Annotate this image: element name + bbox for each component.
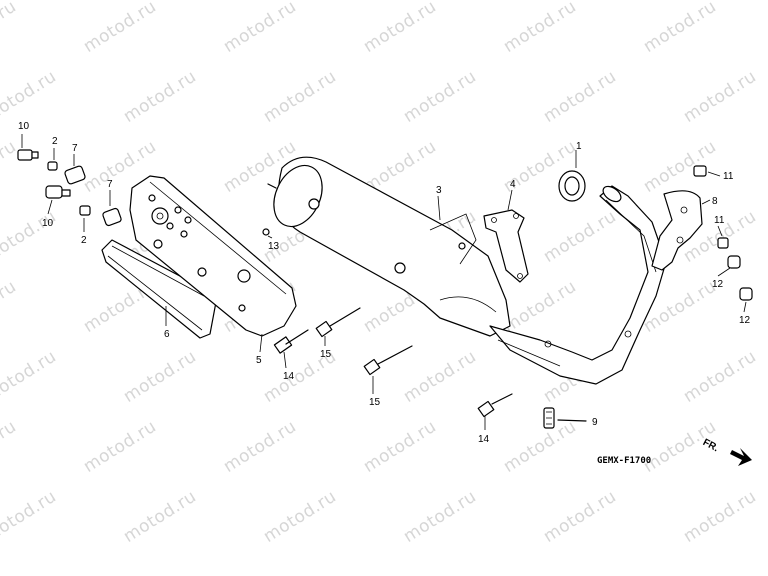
callout-c14b: 14 — [478, 434, 490, 445]
bolt-14-a — [273, 329, 309, 369]
part-4-bracket — [483, 209, 529, 283]
bolt-14-b — [477, 393, 513, 430]
callout-c12b: 12 — [739, 315, 751, 326]
callout-c6: 6 — [164, 329, 170, 340]
callout-c5: 5 — [256, 355, 262, 366]
part-6-heat-shield-strip — [101, 239, 217, 339]
callout-c2a: 2 — [52, 136, 58, 147]
part-8-pipe-protector — [651, 190, 703, 271]
callout-c7a: 7 — [72, 143, 78, 154]
callout-c11a: 11 — [723, 171, 734, 182]
leader-lines — [165, 189, 711, 353]
callout-c15b: 15 — [369, 397, 381, 408]
callout-c7b: 7 — [107, 179, 113, 190]
callout-c14a: 14 — [283, 371, 295, 382]
callout-c13: 13 — [268, 241, 280, 252]
callout-c4: 4 — [510, 179, 516, 190]
callout-c9: 9 — [592, 417, 598, 428]
callout-c8: 8 — [712, 196, 718, 207]
callout-c10a: 10 — [18, 121, 30, 132]
bolt-15-b — [363, 345, 413, 394]
left-hardware — [17, 134, 122, 232]
exhaust-pipe — [489, 185, 667, 385]
diagram-code: GEMX-F1700 — [597, 456, 652, 466]
part-3-muffler — [267, 156, 511, 337]
part-5-muffler-protector — [129, 175, 297, 337]
callout-c1: 1 — [576, 141, 582, 152]
right-hardware — [262, 165, 753, 313]
callout-c12a: 12 — [712, 279, 724, 290]
part-9-sensor — [543, 407, 587, 429]
callout-c11b: 11 — [714, 215, 725, 226]
callout-c15a: 15 — [320, 349, 332, 360]
front-direction-arrow-icon — [730, 448, 752, 466]
callout-c10b: 10 — [42, 218, 54, 229]
bolt-15-a — [315, 307, 361, 346]
callout-c3: 3 — [436, 185, 442, 196]
part-1-gasket — [558, 150, 586, 202]
callout-c2b: 2 — [81, 235, 87, 246]
